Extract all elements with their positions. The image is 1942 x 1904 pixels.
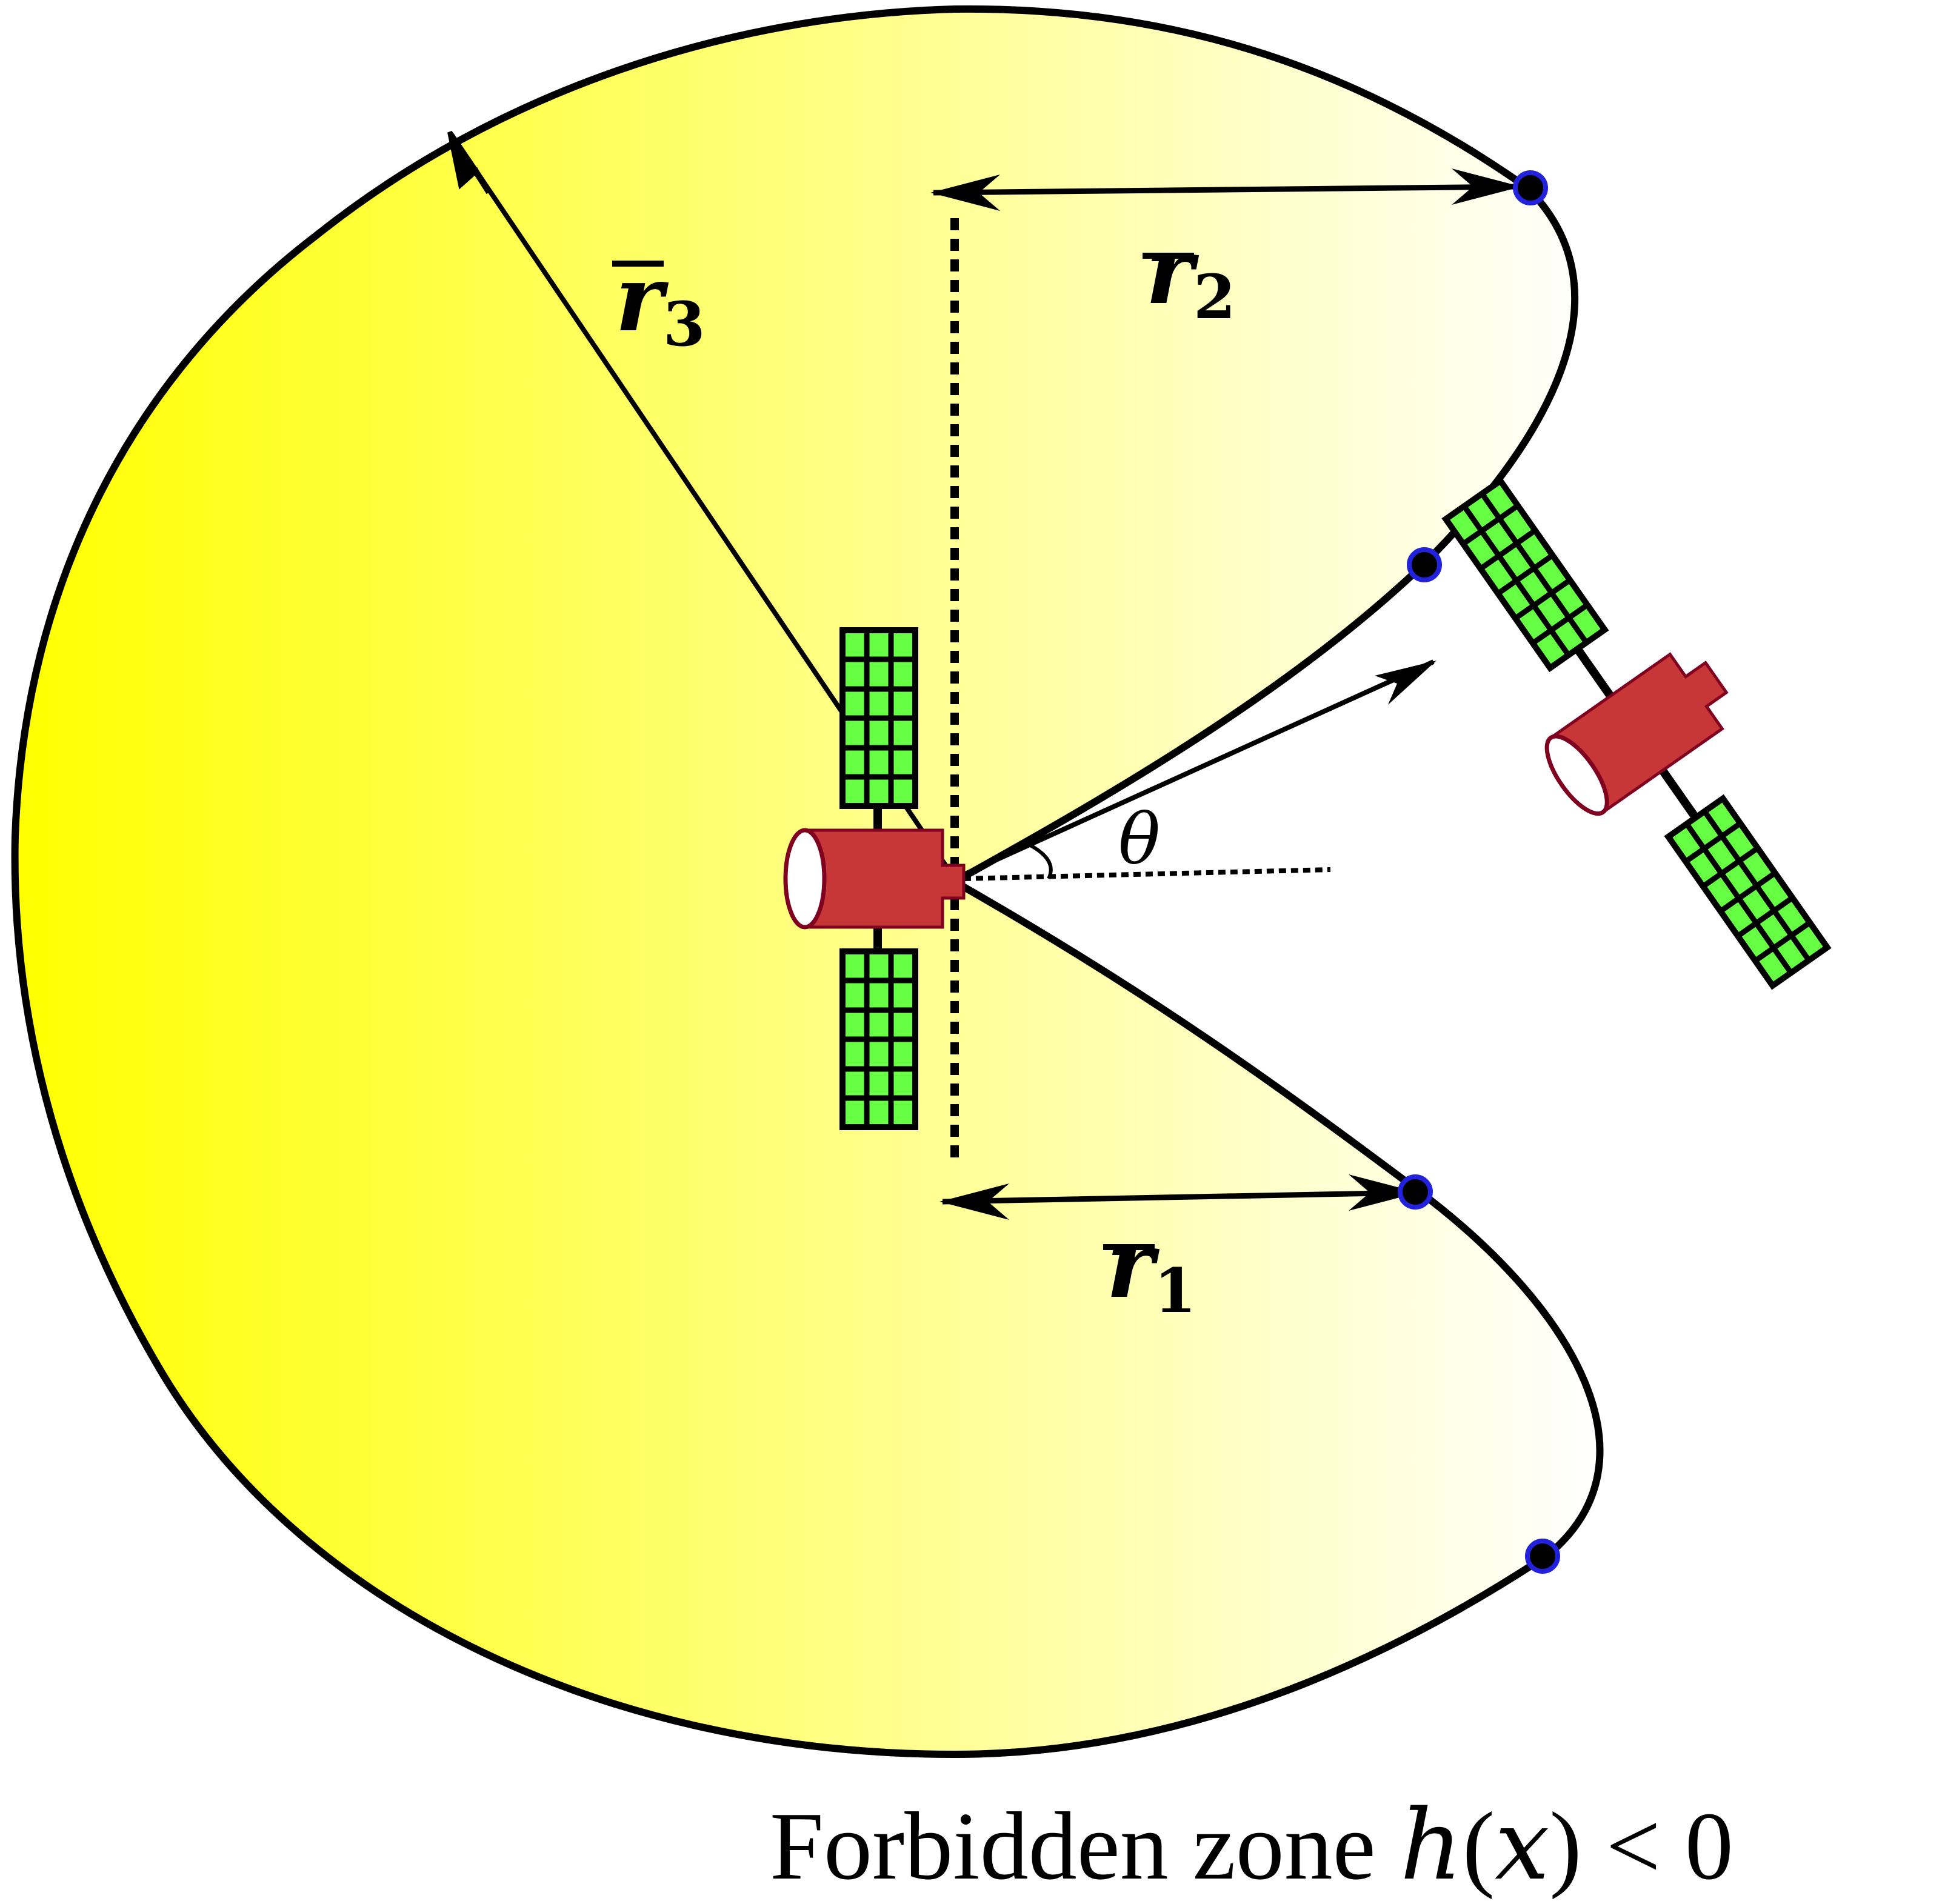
svg-text:r3: r3 [615, 245, 706, 360]
waypoint-lower-mid [1398, 1174, 1433, 1210]
svg-text:r2: r2 [1146, 218, 1236, 333]
r1-symbol: r [1106, 1212, 1160, 1319]
theta-arc [1029, 844, 1053, 880]
r2-arrow [933, 184, 1519, 196]
chaser-nozzle [1544, 734, 1609, 816]
caption-close-paren: ) [1549, 1792, 1581, 1900]
waypoint-bottom [1525, 1539, 1560, 1574]
caption-x: x [1495, 1788, 1549, 1902]
svg-text:r1: r1 [1106, 1212, 1196, 1326]
caption-h: h [1400, 1788, 1463, 1902]
label-r3: r3 [612, 245, 706, 360]
chaser-satellite [1441, 476, 1832, 990]
r1-arrow [942, 1190, 1416, 1205]
waypoint-top [1513, 170, 1548, 205]
r3-arrowhead [447, 130, 491, 195]
chaser-solar-panel-top [1441, 476, 1609, 673]
r2-arrowhead-right [1452, 168, 1521, 205]
target-solar-panel-top [839, 627, 918, 809]
horizontal-reference-line [963, 867, 1331, 881]
label-r2: r2 [1143, 218, 1236, 333]
r3-subscript: 3 [663, 288, 706, 360]
approach-direction-arrowhead [1375, 661, 1436, 705]
r2-arrowhead-left [930, 175, 1000, 211]
theta-label: θ [1118, 799, 1160, 880]
target-body [803, 828, 966, 929]
r2-subscript: 2 [1193, 261, 1236, 333]
r1-arrowhead-left [939, 1183, 1009, 1220]
r2-symbol: r [1146, 218, 1200, 325]
caption-open-paren: ( [1463, 1792, 1495, 1900]
chaser-solar-panel-bottom [1664, 794, 1832, 990]
target-satellite [783, 627, 966, 1130]
label-r1: r1 [1103, 1212, 1196, 1326]
waypoint-upper-mid [1407, 547, 1442, 582]
target-nozzle [783, 828, 827, 930]
caption-text: Forbidden zone [770, 1792, 1400, 1900]
forbidden-zone-caption: Forbidden zone h(x) < 0 [770, 1788, 1733, 1902]
r3-symbol: r [615, 245, 669, 352]
caption-inequality: < 0 [1582, 1792, 1733, 1900]
approach-direction-arrow [953, 659, 1435, 881]
r1-arrowhead-right [1349, 1174, 1418, 1211]
target-solar-panel-bottom [839, 948, 918, 1130]
r1-subscript: 1 [1154, 1255, 1196, 1326]
